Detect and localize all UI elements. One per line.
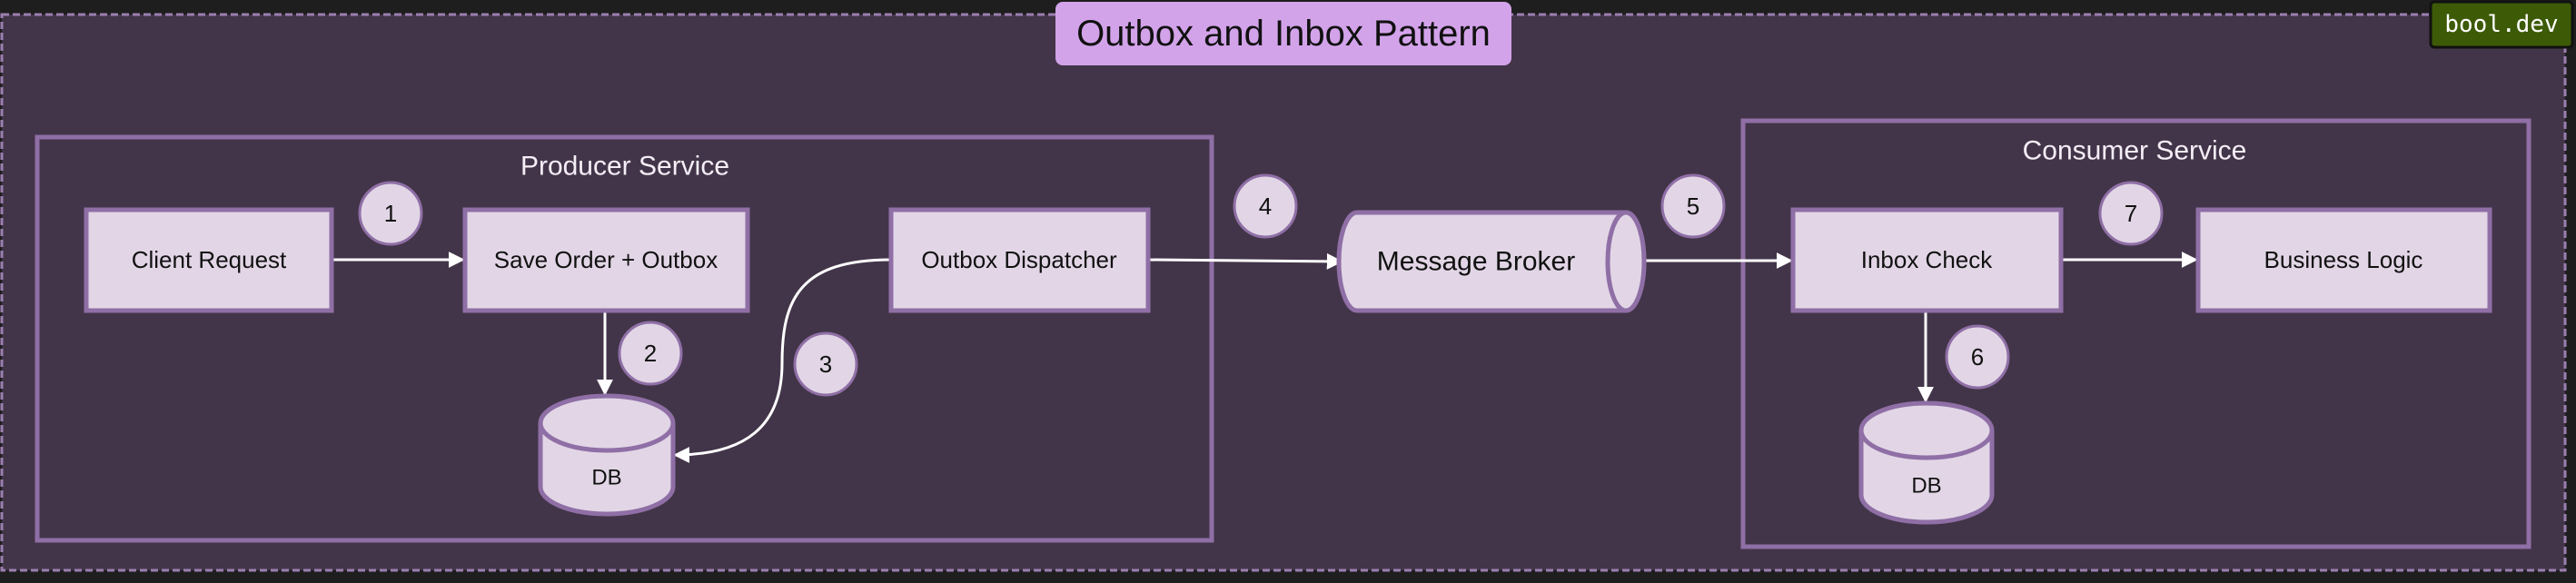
producer-service-group: Producer Service: [35, 134, 1214, 543]
arrow-dispatcher-to-broker: [1147, 252, 1343, 270]
step-badge-5: 5: [1660, 173, 1726, 239]
step-badge-3: 3: [793, 331, 858, 397]
svg-text:Message Broker: Message Broker: [1377, 247, 1575, 277]
svg-text:6: 6: [1971, 343, 1984, 371]
svg-text:Client Request: Client Request: [132, 246, 287, 273]
svg-text:Save Order + Outbox: Save Order + Outbox: [494, 246, 718, 273]
consumer-service-group: Consumer Service: [1740, 118, 2531, 549]
arrow-dispatcher-to-db: [673, 258, 892, 463]
svg-text:DB: DB: [1911, 474, 1941, 499]
svg-text:3: 3: [819, 351, 832, 378]
step-badge-1: 1: [358, 181, 423, 246]
node-save-order-outbox: Save Order + Outbox: [462, 207, 750, 313]
svg-text:4: 4: [1259, 193, 1272, 220]
step-badge-2: 2: [618, 321, 683, 386]
svg-text:Inbox Check: Inbox Check: [1861, 246, 1994, 273]
step-badge-6: 6: [1945, 324, 2010, 390]
node-outbox-dispatcher: Outbox Dispatcher: [888, 207, 1151, 313]
svg-text:5: 5: [1687, 193, 1699, 220]
svg-text:Consumer Service: Consumer Service: [2023, 136, 2247, 166]
node-business-logic: Business Logic: [2195, 207, 2492, 313]
node-consumer-db: DB: [1858, 400, 1995, 525]
svg-text:7: 7: [2125, 200, 2137, 227]
svg-text:Producer Service: Producer Service: [520, 152, 729, 182]
svg-text:Outbox Dispatcher: Outbox Dispatcher: [921, 246, 1117, 273]
outer-boundary: [0, 13, 2567, 572]
step-badge-7: 7: [2098, 181, 2164, 246]
svg-text:Outbox and Inbox Pattern: Outbox and Inbox Pattern: [1076, 14, 1491, 54]
svg-text:1: 1: [384, 200, 397, 227]
svg-text:Business Logic: Business Logic: [2264, 246, 2423, 273]
svg-text:bool.dev: bool.dev: [2444, 11, 2558, 38]
node-client-request: Client Request: [84, 207, 334, 313]
svg-text:DB: DB: [591, 466, 621, 490]
node-inbox-check: Inbox Check: [1790, 207, 2064, 313]
node-message-broker: Message Broker: [1336, 210, 1647, 313]
watermark-badge: bool.dev: [2429, 0, 2574, 49]
diagram-title: Outbox and Inbox Pattern: [1055, 2, 1511, 65]
node-producer-db: DB: [538, 393, 676, 517]
step-badge-4: 4: [1233, 173, 1298, 239]
svg-text:2: 2: [644, 340, 657, 367]
